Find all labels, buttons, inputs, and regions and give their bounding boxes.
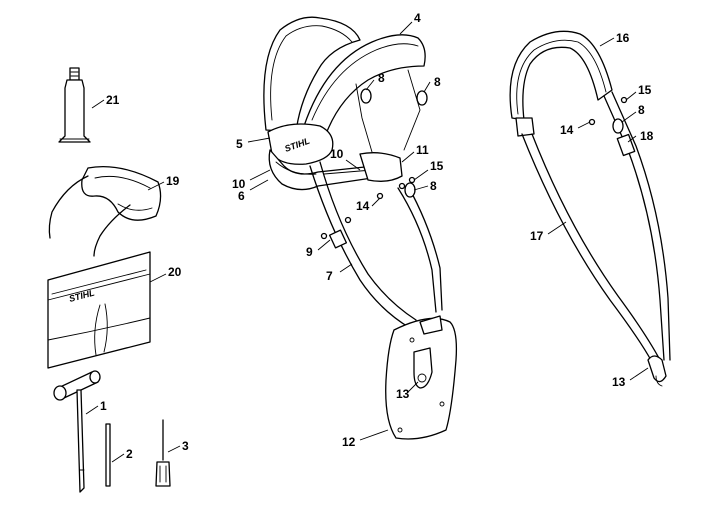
- callout-3: 3: [182, 439, 189, 453]
- callout-8-a: 8: [378, 71, 385, 85]
- callout-7: 7: [326, 269, 333, 283]
- callout-11: 11: [416, 143, 429, 157]
- callout-2: 2: [126, 447, 133, 461]
- callout-5: 5: [236, 137, 243, 151]
- grease-tube-part: [58, 67, 91, 143]
- callout-19: 19: [166, 174, 180, 188]
- callout-1: 1: [100, 399, 107, 413]
- callout-labels: 21 19 20 1 2 3 4 5 6 10 10 11 9 7 8 8 15…: [100, 11, 654, 461]
- callout-15-b: 15: [638, 83, 652, 97]
- callout-18: 18: [640, 129, 654, 143]
- callout-10-left: 10: [232, 177, 246, 191]
- callout-13-b: 13: [612, 375, 626, 389]
- leader-lines: [85, 21, 649, 463]
- callout-17: 17: [530, 229, 544, 243]
- callout-20: 20: [168, 265, 182, 279]
- callout-13-a: 13: [396, 387, 410, 401]
- harness-assembly: STIHL: [263, 16, 458, 440]
- callout-8-c: 8: [430, 179, 437, 193]
- callout-14-a: 14: [356, 199, 370, 213]
- callout-21: 21: [106, 93, 120, 107]
- callout-10-right: 10: [330, 147, 344, 161]
- callout-9: 9: [306, 245, 313, 259]
- callout-14-b: 14: [560, 123, 574, 137]
- safety-glasses-part: [48, 165, 162, 257]
- shoulder-strap-assembly: [509, 30, 671, 387]
- callout-12: 12: [342, 435, 356, 449]
- screwdriver-part: [155, 419, 171, 487]
- callout-8-b: 8: [434, 75, 441, 89]
- combination-wrench-part: [53, 370, 101, 493]
- callout-4: 4: [414, 11, 421, 25]
- callout-15-a: 15: [430, 159, 444, 173]
- callout-16: 16: [616, 31, 630, 45]
- callout-8-d: 8: [638, 103, 645, 117]
- tool-pouch-part: STIHL: [47, 251, 151, 369]
- callout-6: 6: [238, 189, 245, 203]
- pin-part: [105, 423, 111, 487]
